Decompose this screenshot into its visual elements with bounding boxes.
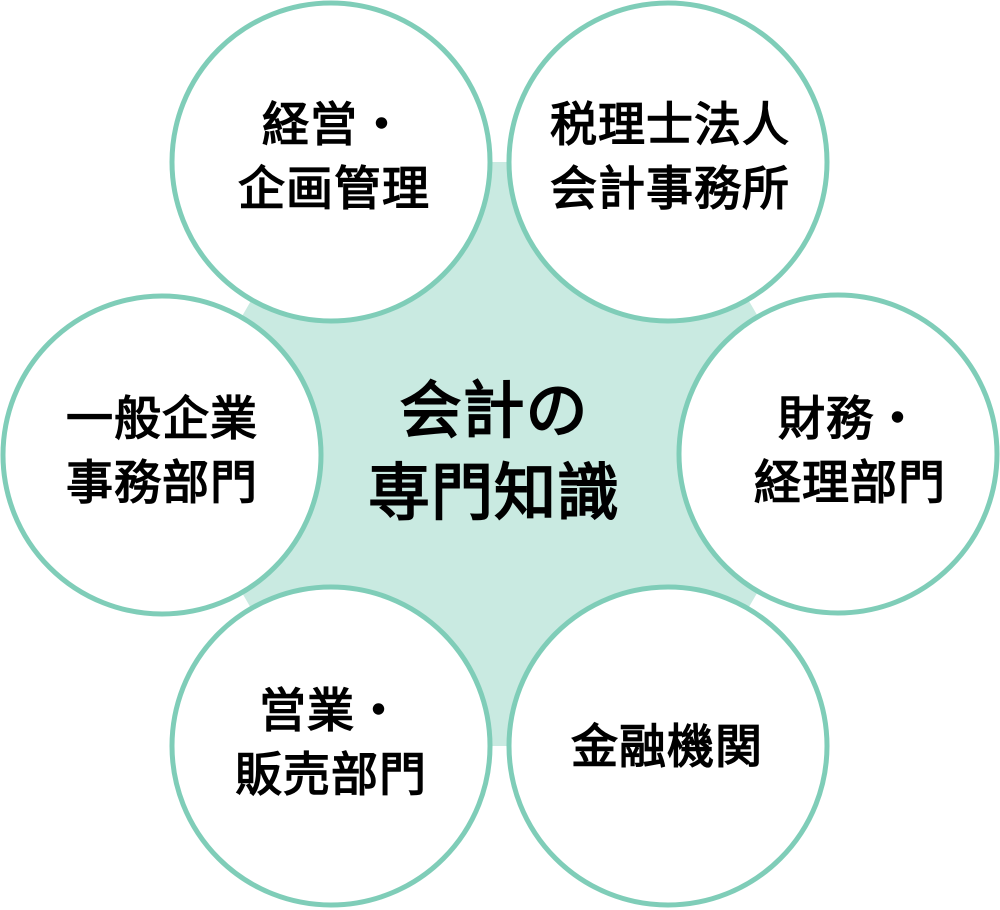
node-label-bottom-right: 金融機関 <box>517 716 817 780</box>
node-circle-top-left <box>169 0 493 324</box>
node-label-left: 一般企業 事務部門 <box>12 388 312 516</box>
node-label-line: 経理部門 <box>754 456 946 511</box>
node-label-line: 一般企業 <box>66 392 258 447</box>
node-label-line: 財務・ <box>778 392 922 447</box>
node-label-bottom-left: 営業・ 販売部門 <box>181 680 481 808</box>
node-label-line: 事務部門 <box>66 456 258 511</box>
hub-label-line-2: 専門知識 <box>367 456 620 529</box>
node-label-line: 販売部門 <box>235 748 427 803</box>
hub-label: 会計の 専門知識 <box>314 370 674 534</box>
node-circle-bottom-right <box>506 584 830 908</box>
node-label-line: 金融機関 <box>571 720 763 775</box>
node-label-line: 企画管理 <box>238 162 430 217</box>
node-circle-bottom-left <box>169 584 493 908</box>
node-label-line: 会計事務所 <box>550 162 790 217</box>
node-circle-right <box>676 292 1000 616</box>
node-circle-top-right <box>506 0 830 324</box>
node-label-line: 経営・ <box>262 98 406 153</box>
node-label-line: 税理士法人 <box>550 98 790 153</box>
node-circle-left <box>0 293 324 617</box>
node-label-top-left: 経営・ 企画管理 <box>184 94 484 222</box>
node-label-top-right: 税理士法人 会計事務所 <box>520 94 820 222</box>
node-label-right: 財務・ 経理部門 <box>700 388 1000 516</box>
node-label-line: 営業・ <box>259 684 403 739</box>
hub-label-line-1: 会計の <box>399 374 589 447</box>
